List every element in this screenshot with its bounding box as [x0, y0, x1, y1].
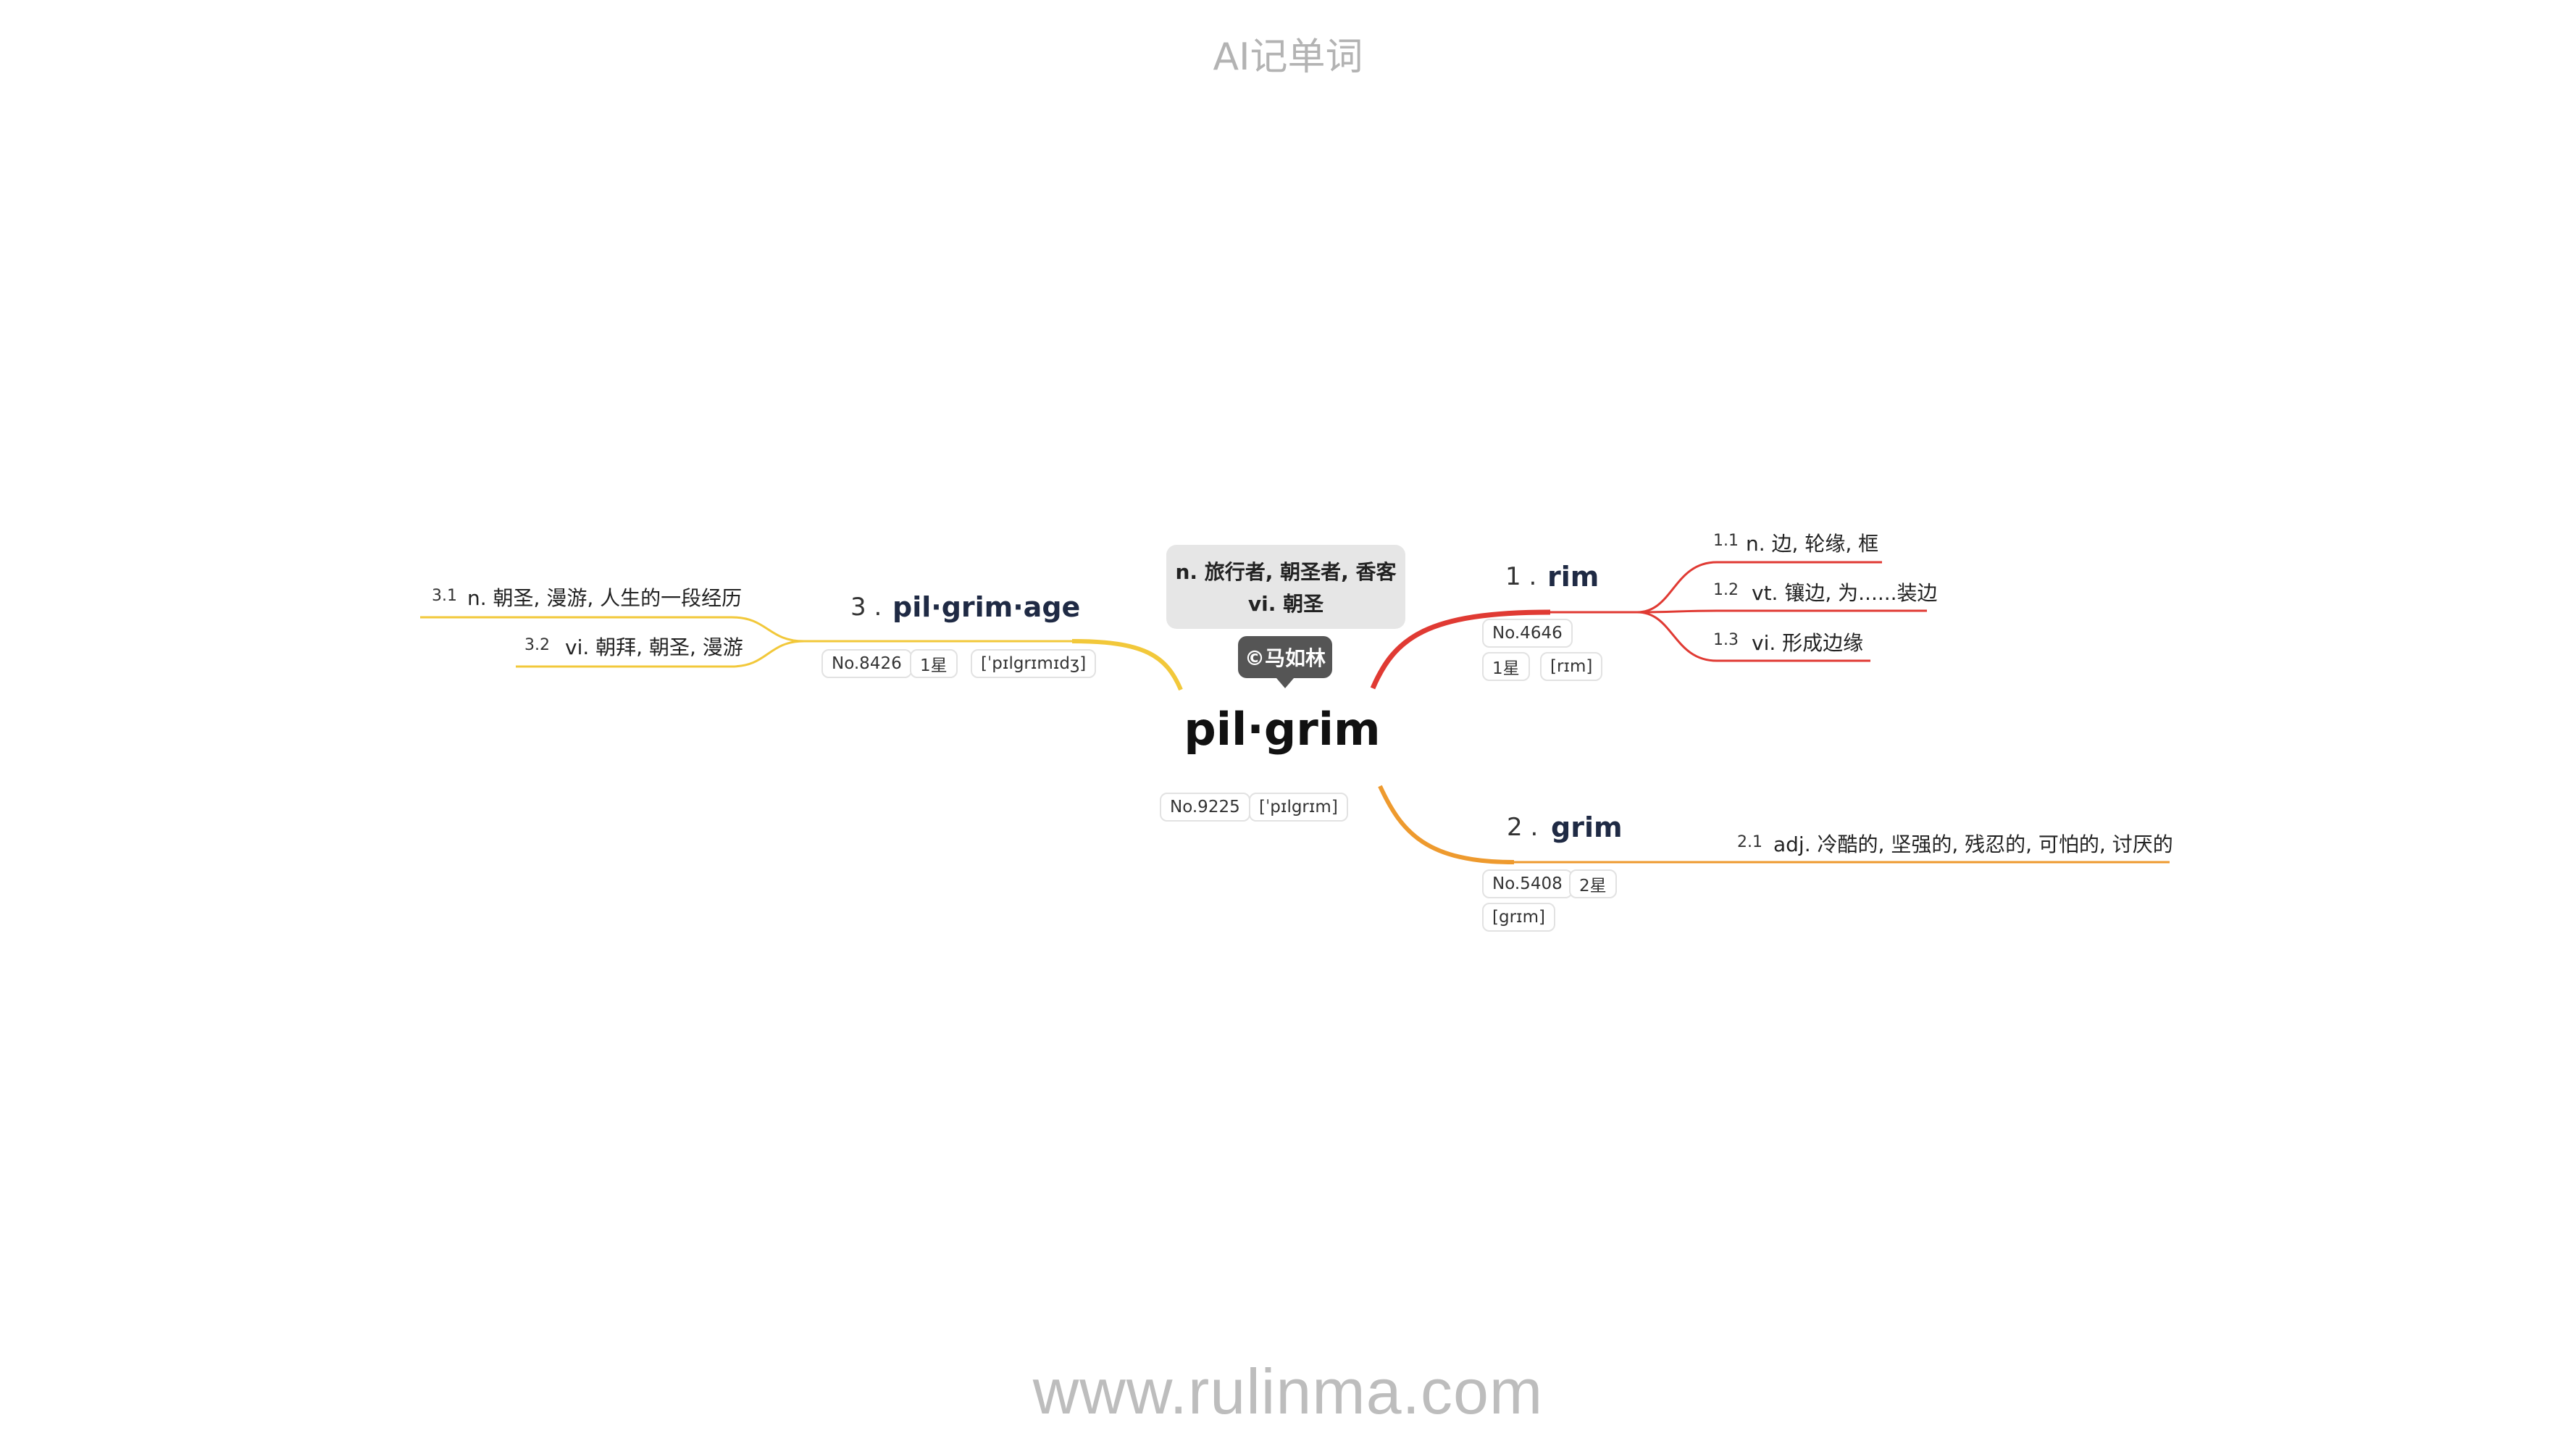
- leaf-1-3-number: 1.3: [1713, 631, 1739, 649]
- root-word[interactable]: pil·grim: [1184, 703, 1381, 756]
- branch-grim-number-tag: No.5408: [1482, 869, 1573, 898]
- connector-root-pilgrimage: [1071, 639, 1183, 691]
- copyright-badge: ©马如林: [1238, 636, 1332, 678]
- connector-pilgrimage-leaf1: [420, 616, 805, 643]
- branch-grim-number: 2 .: [1507, 813, 1539, 842]
- root-meaning-box: n. 旅行者, 朝圣者, 香客 vi. 朝圣: [1166, 545, 1405, 629]
- branch-pilgrimage-number: 3 .: [850, 593, 882, 622]
- leaf-1-2-text[interactable]: vt. 镶边, 为......装边: [1752, 581, 1938, 605]
- branch-grim-word[interactable]: grim: [1551, 811, 1623, 843]
- branch-pilgrimage-number-tag: No.8426: [821, 649, 912, 678]
- branch-rim-phonetic-tag: [rɪm]: [1540, 652, 1603, 681]
- branch-grim-stars-tag: 2星: [1569, 869, 1617, 898]
- root-phonetic-tag: [ˈpɪlgrɪm]: [1249, 793, 1348, 822]
- connector-root-grim: [1378, 785, 1515, 864]
- leaf-1-2-number: 1.2: [1713, 581, 1739, 599]
- leaf-3-1-number: 3.1: [432, 587, 457, 605]
- site-url: www.rulinma.com: [1032, 1356, 1544, 1427]
- leaf-1-1-number: 1.1: [1713, 532, 1739, 550]
- branch-pilgrimage-phonetic-tag: [ˈpɪlgrɪmɪdʒ]: [971, 649, 1097, 678]
- branch-grim-phonetic-tag: [grɪm]: [1482, 903, 1555, 932]
- root-meaning-line2: vi. 朝圣: [1247, 592, 1324, 616]
- copyright-pointer-icon: [1276, 678, 1294, 688]
- root-meaning-line1: n. 旅行者, 朝圣者, 香客: [1175, 560, 1397, 584]
- connector-rim-leaf2: [1636, 609, 1927, 614]
- root-number-tag: No.9225: [1160, 793, 1250, 822]
- leaf-2-1-text[interactable]: adj. 冷酷的, 坚强的, 残忍的, 可怕的, 讨厌的: [1773, 832, 2173, 856]
- leaf-3-2-text[interactable]: vi. 朝拜, 朝圣, 漫游: [565, 635, 743, 659]
- branch-rim-word[interactable]: rim: [1547, 561, 1599, 593]
- leaf-1-3-text[interactable]: vi. 形成边缘: [1752, 631, 1864, 655]
- branch-rim-number-tag: No.4646: [1482, 619, 1573, 648]
- branch-rim-stars-tag: 1星: [1482, 652, 1530, 681]
- app-title: AI记单词: [1213, 36, 1363, 79]
- connector-pilgrimage-leaf2: [516, 640, 805, 668]
- branch-pilgrimage-stars-tag: 1星: [910, 649, 958, 678]
- leaf-1-1-text[interactable]: n. 边, 轮缘, 框: [1746, 532, 1879, 556]
- branch-rim-number: 1 .: [1505, 562, 1537, 591]
- leaf-3-2-number: 3.2: [524, 636, 550, 654]
- branch-pilgrimage-word[interactable]: pil·grim·age: [892, 591, 1081, 623]
- leaf-2-1-number: 2.1: [1737, 833, 1762, 851]
- connector-rim-leaf3: [1636, 611, 1870, 662]
- leaf-3-1-text[interactable]: n. 朝圣, 漫游, 人生的一段经历: [467, 586, 743, 610]
- connector-rim-leaf1: [1636, 561, 1882, 614]
- connector-root-rim: [1370, 609, 1551, 690]
